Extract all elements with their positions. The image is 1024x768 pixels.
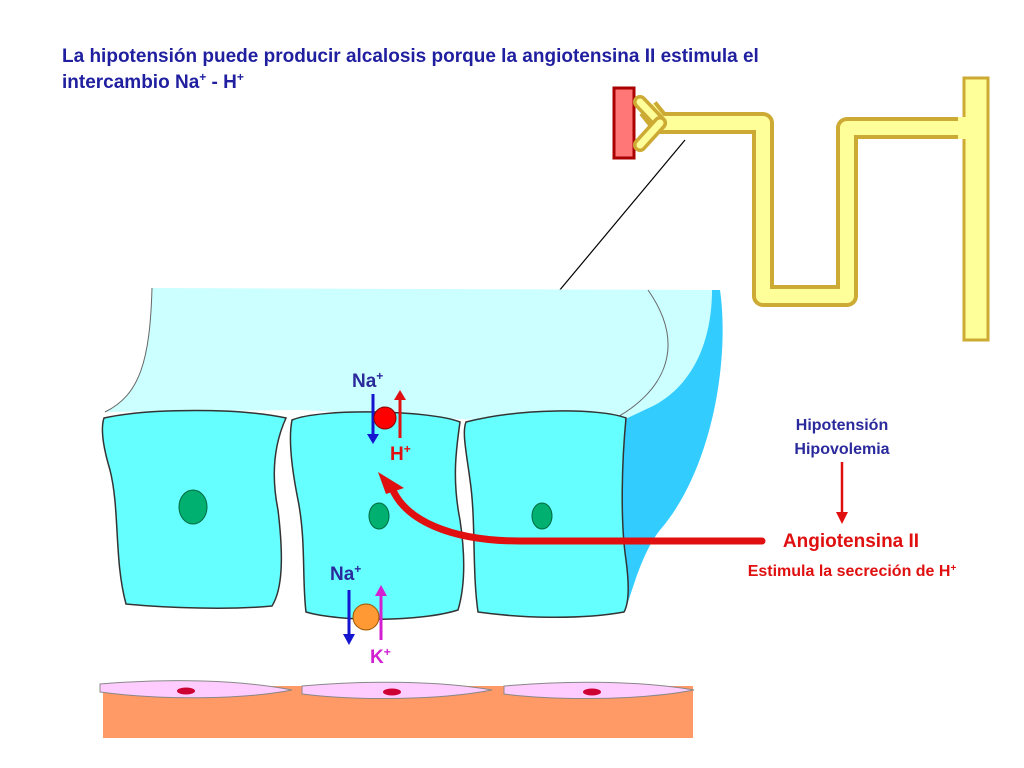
nephron-schematic: [612, 76, 990, 342]
glomerulus-capillary: [612, 86, 636, 160]
lumen-wall: [610, 290, 723, 610]
lumen-left-edge: [104, 287, 153, 413]
stimulus-arrow-head: [836, 512, 848, 524]
label-h-top: H+: [390, 442, 411, 465]
label-na-bottom-plus: +: [354, 562, 361, 576]
tubule-outline: [639, 101, 975, 307]
label-na-top-plus: +: [376, 369, 383, 383]
endothelial-nucleus-3: [583, 688, 601, 696]
nucleus-right: [531, 502, 553, 530]
endothelial-nucleus-2: [383, 688, 401, 696]
interstitium: [99, 680, 695, 738]
stimulation-arrow-head: [378, 472, 404, 494]
label-na-top-text: Na: [352, 371, 377, 392]
label-k-bottom-plus: +: [384, 645, 391, 659]
title-plus-1: +: [199, 70, 206, 84]
tubule-section: [101, 287, 723, 621]
na-k-atpase: [352, 603, 380, 631]
nucleus-middle: [368, 502, 390, 530]
na-h-pump: [373, 406, 397, 430]
label-h-top-text: H: [390, 444, 404, 465]
title-line-1: La hipotensión puede producir alcalosis …: [62, 46, 759, 67]
tubule-fork-lower: [636, 119, 664, 149]
label-k-bottom-text: K: [370, 647, 384, 668]
stimulus-hypotension: Hipotensión: [796, 417, 888, 434]
label-h-top-plus: +: [404, 442, 411, 456]
label-k-bottom: K+: [370, 645, 391, 668]
stimulation-arrow-line: [388, 484, 766, 545]
hormone-angiotensin-ii: Angiotensina II: [783, 531, 919, 552]
nucleus-left: [178, 489, 208, 525]
title-line-2-mid: - H: [206, 72, 237, 93]
tubule-lumen-area: [105, 288, 712, 432]
title-line-2: intercambio Na+ - H+: [62, 70, 244, 93]
endothelial-nucleus-1: [177, 687, 195, 695]
na-influx-arrow-head: [367, 434, 379, 444]
hormone-effect-plus: +: [950, 563, 956, 574]
na-h-exchanger: [367, 390, 406, 444]
h-efflux-arrow-head: [394, 390, 406, 400]
na-efflux-arrow-head: [343, 634, 355, 645]
hormone-effect: Estimula la secreción de H+: [748, 563, 957, 581]
label-na-bottom: Na+: [330, 562, 361, 585]
title-line-2-main: intercambio Na: [62, 72, 200, 93]
capillary-endothelium-1: [99, 680, 293, 699]
title-plus-2: +: [237, 70, 244, 84]
k-influx-arrow-head: [375, 585, 387, 596]
label-na-bottom-text: Na: [330, 564, 355, 585]
hormone-effect-text: Estimula la secreción de H: [748, 563, 951, 580]
stimulus-hypovolemia: Hipovolemia: [794, 441, 889, 458]
tubule-duct-junction: [958, 117, 972, 139]
label-na-top: Na+: [352, 369, 383, 392]
na-k-pump: [343, 585, 387, 645]
lumen-right-edge: [611, 289, 669, 421]
